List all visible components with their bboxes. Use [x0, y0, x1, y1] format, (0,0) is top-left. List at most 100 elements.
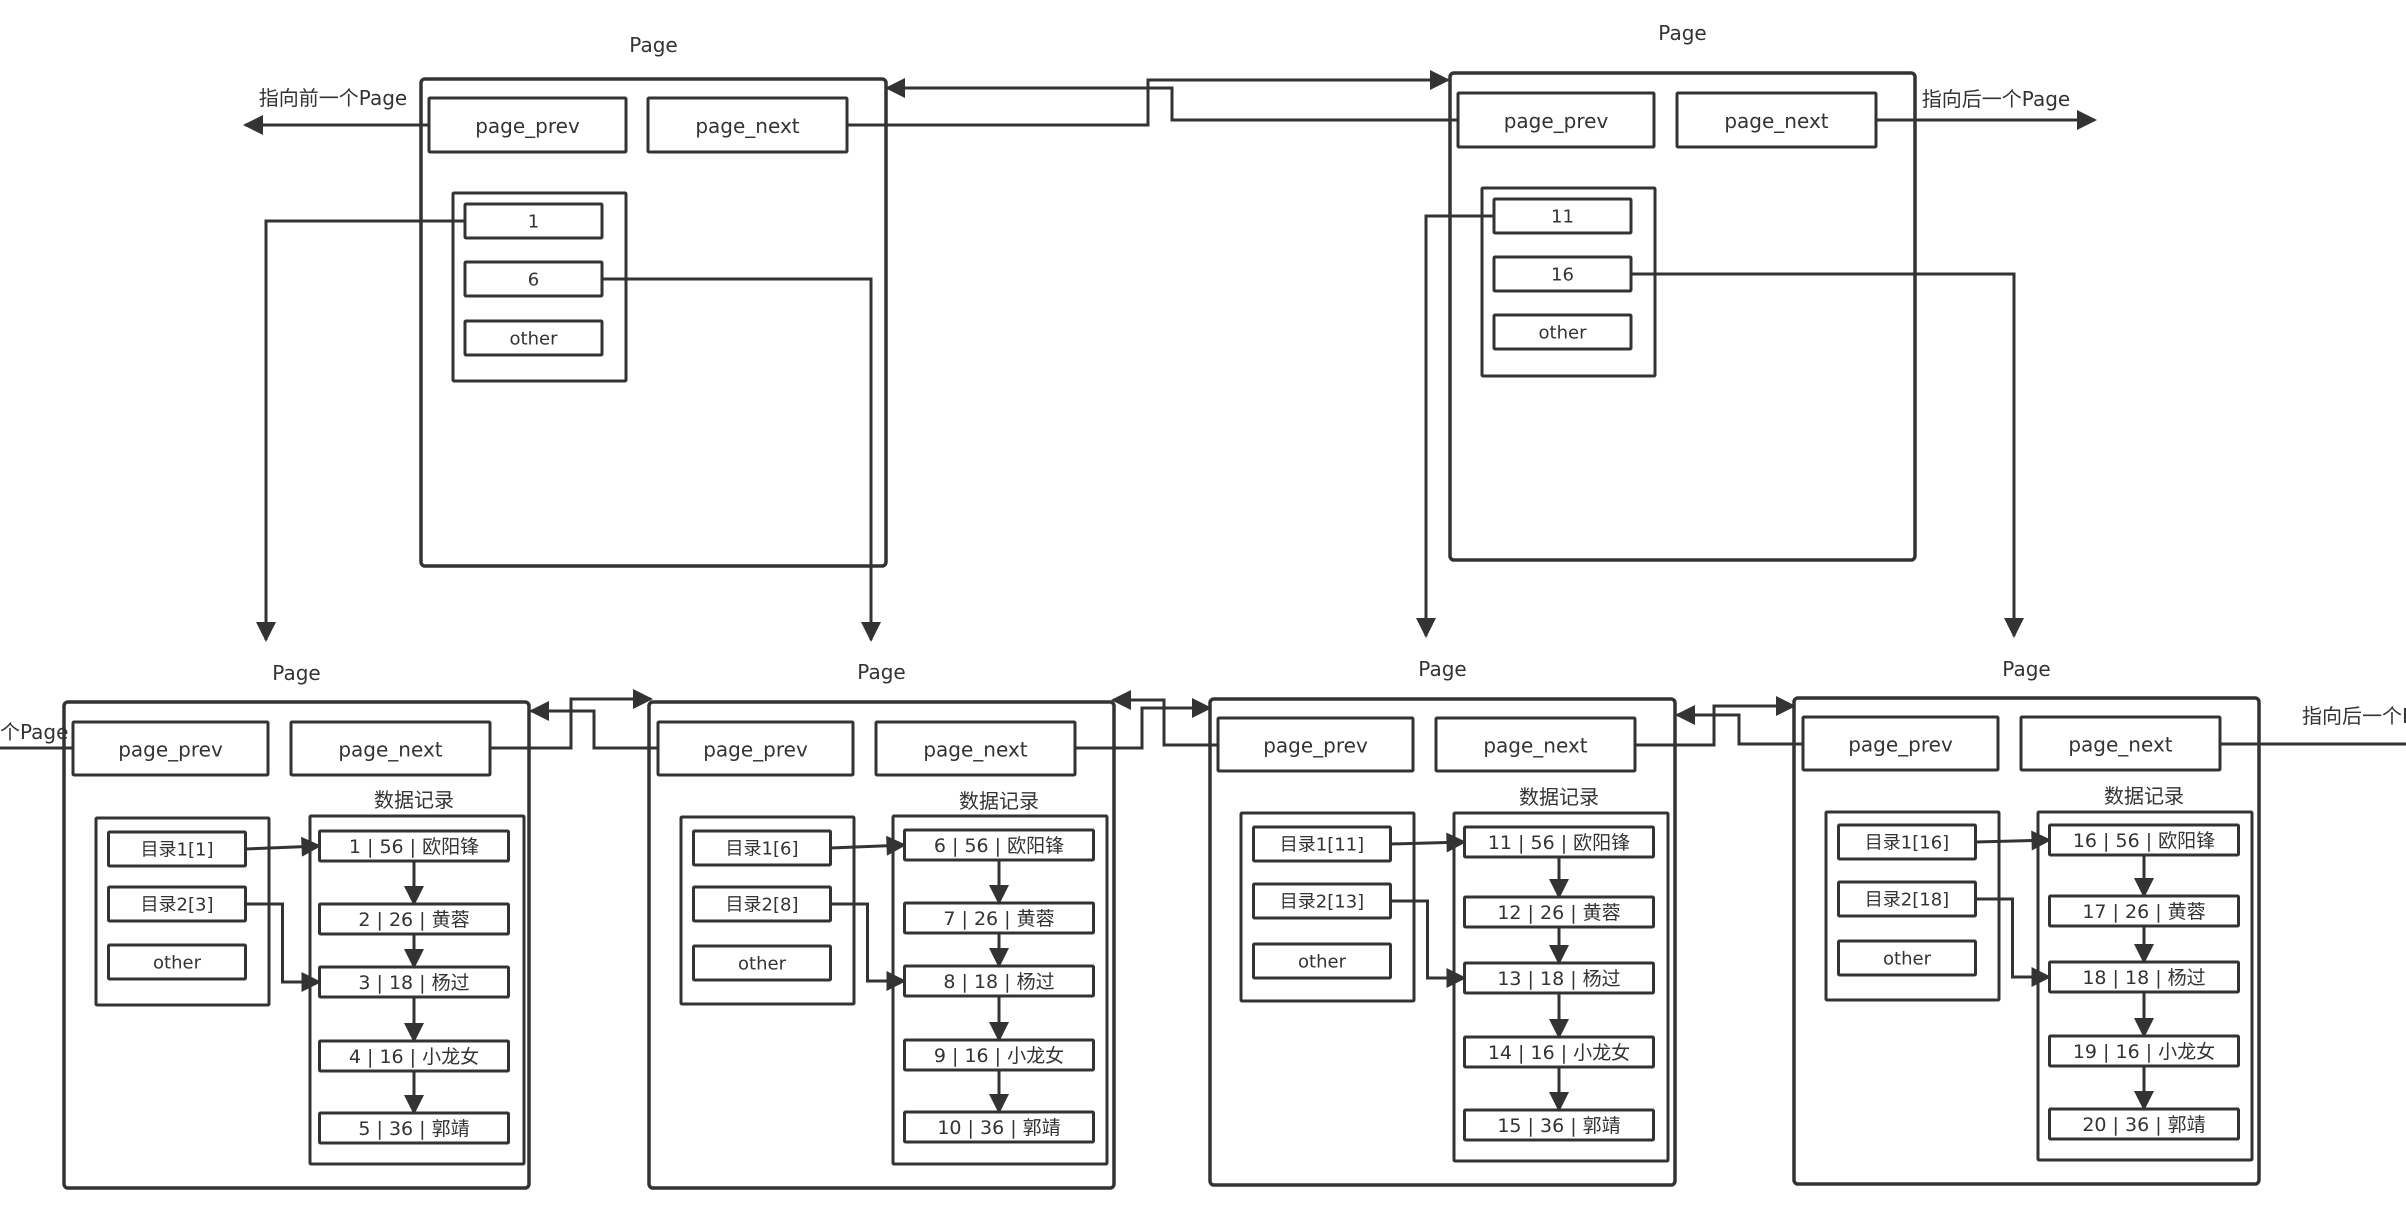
box-layer	[62, 71, 2261, 1190]
leaf-page-3-record-4: 20 | 36 | 郭靖	[2082, 1114, 2205, 1136]
leaf-page-3-records-title: 数据记录	[2104, 784, 2184, 808]
leaf-page-3-dir-other: other	[1883, 949, 1932, 970]
leaf-page-2-dir-0: 目录1[11]	[1280, 835, 1364, 856]
key-11-to-leaf-2	[1416, 214, 1494, 638]
leaf-page-2-page-next-box	[1434, 716, 1637, 773]
leaf-page-2-records-title: 数据记录	[1519, 785, 1599, 809]
index-page-1-page-prev: page_prev	[1504, 109, 1609, 133]
index-page-0-other: other	[510, 329, 559, 350]
leaf-page-3-dir-0: 目录1[16]	[1865, 833, 1949, 854]
index-page-0-title: Page	[629, 33, 677, 57]
index-page-0-key-1: 6	[528, 270, 539, 291]
leaf-page-1-dir-other-box	[692, 944, 832, 982]
leaf-page-1-dir-0: 目录1[6]	[726, 839, 799, 860]
index-page-1-other: other	[1539, 323, 1588, 344]
leaf-page-3-record-0: 16 | 56 | 欧阳锋	[2073, 830, 2215, 852]
leaf-page-1-dir-1: 目录2[8]	[726, 895, 799, 916]
leaf-page-2-record-4: 15 | 36 | 郭靖	[1497, 1115, 1620, 1137]
connector-layer	[0, 70, 2406, 1115]
leaf-1-prev-link	[529, 701, 658, 750]
leaf-page-0-dir-1-link	[245, 902, 322, 992]
leaf-page-3-page-prev-box	[1801, 715, 2000, 772]
leaf-page-2-page-prev: page_prev	[1263, 734, 1368, 758]
leaf-0-next-link	[490, 689, 653, 750]
leaf-page-0-record-1: 2 | 26 | 黄蓉	[358, 909, 469, 931]
leaf-page-3-page-next-box	[2019, 715, 2222, 772]
index-1-prev-link	[885, 78, 1458, 122]
leaf-page-3	[1792, 696, 2261, 1186]
leaf-page-1-dir-1-link	[830, 902, 907, 991]
leaf-page-1-record-1: 7 | 26 | 黄蓉	[943, 908, 1054, 930]
leaf-3-next-pointer-label: 指向后一个P	[2302, 704, 2406, 728]
index-page-0-page-next-box	[646, 96, 849, 154]
leaf-page-1-record-3: 9 | 16 | 小龙女	[934, 1045, 1064, 1067]
index-page-1-other-box	[1492, 313, 1633, 351]
leaf-page-2-dir-other-box	[1252, 942, 1392, 980]
leaf-page-2-dir-1-box	[1252, 882, 1392, 920]
leaf-page-0-dir-0: 目录1[1]	[141, 840, 214, 861]
leaf-page-1-record-4-box	[903, 1110, 1095, 1144]
leaf-page-1-title: Page	[857, 660, 905, 684]
leaf-page-1	[647, 700, 1116, 1190]
leaf-page-3-records	[2036, 810, 2254, 1162]
index-page-0-directory	[451, 191, 628, 383]
leaf-page-0-record-3-box	[318, 1039, 510, 1073]
key-1-to-leaf-0	[256, 219, 465, 642]
leaf-page-2-dir-0-link	[1390, 832, 1467, 853]
leaf-2-prev-link	[1111, 690, 1218, 747]
leaf-page-2-page-prev-box	[1216, 716, 1415, 773]
key-16-to-leaf-3	[1631, 272, 2024, 638]
index-page-1-key-0: 11	[1551, 207, 1574, 228]
leaf-page-0-record-0: 1 | 56 | 欧阳锋	[349, 836, 479, 858]
index-page-1-directory	[1480, 186, 1657, 378]
prev-page-pointer-label: 指向前一个Page	[259, 86, 407, 110]
leaf-page-0-record-2: 3 | 18 | 杨过	[358, 972, 469, 994]
leaf-page-3-record-0-box	[2048, 823, 2240, 857]
leaf-page-0-dir-0-link	[245, 836, 322, 857]
leaf-page-0-dir-other: other	[153, 953, 202, 974]
leaf-page-2-directory	[1239, 811, 1416, 1003]
leaf-page-2-record-1-box	[1463, 895, 1655, 929]
leaf-page-1-page-next: page_next	[923, 738, 1027, 762]
index-page-0-key-1-box	[463, 260, 604, 298]
leaf-page-0-record-4: 5 | 36 | 郭靖	[358, 1118, 469, 1140]
leaf-page-1-records	[891, 814, 1109, 1166]
leaf-page-2-page-next: page_next	[1483, 734, 1587, 758]
leaf-page-3-record-3: 19 | 16 | 小龙女	[2073, 1041, 2215, 1063]
leaf-page-0-page-prev-box	[71, 720, 270, 777]
leaf-page-2-title: Page	[1418, 657, 1466, 681]
leaf-page-2-dir-0-box	[1252, 825, 1392, 863]
leaf-page-0-directory	[94, 816, 271, 1007]
leaf-2-next-link	[1635, 696, 1796, 747]
leaf-page-0-record-3: 4 | 16 | 小龙女	[349, 1046, 479, 1068]
leaf-page-0-record-0-box	[318, 829, 510, 863]
leaf-page-2-dir-other: other	[1298, 952, 1347, 973]
next-page-pointer-label: 指向后一个Page	[1922, 87, 2070, 111]
leaf-page-3-record-2: 18 | 18 | 杨过	[2082, 967, 2205, 989]
index-page-1-page-next: page_next	[1724, 109, 1828, 133]
leaf-page-0-record-2-box	[318, 965, 510, 999]
leaf-page-3-dir-0-box	[1837, 823, 1977, 861]
leaf-page-3-page-next: page_next	[2068, 733, 2172, 757]
leaf-page-2-record-4-box	[1463, 1108, 1655, 1142]
leaf-page-2-dir-1: 目录2[13]	[1280, 892, 1364, 913]
leaf-page-3-record-2-box	[2048, 960, 2240, 994]
index-page-1-key-1: 16	[1551, 265, 1574, 286]
leaf-page-0-page-next: page_next	[338, 738, 442, 762]
index-page-0-key-0: 1	[528, 212, 539, 233]
leaf-page-0-dir-other-box	[107, 943, 247, 981]
leaf-page-0-records	[308, 814, 526, 1166]
leaf-page-1-record-2: 8 | 18 | 杨过	[943, 971, 1054, 993]
leaf-page-0-title: Page	[272, 661, 320, 685]
leaf-page-1-record-0-box	[903, 828, 1095, 862]
leaf-page-1-record-3-box	[903, 1038, 1095, 1072]
leaf-page-0-dir-1: 目录2[3]	[141, 895, 214, 916]
leaf-page-1-dir-1-box	[692, 885, 832, 923]
leaf-page-0-page-next-box	[289, 720, 492, 777]
leaf-page-0-dir-0-box	[107, 830, 247, 868]
leaf-page-3-dir-1-box	[1837, 880, 1977, 918]
index-page-0-key-0-box	[463, 202, 604, 240]
leaf-page-2-record-0-box	[1463, 825, 1655, 859]
leaf-page-3-directory	[1824, 810, 2001, 1002]
leaf-page-2	[1208, 697, 1677, 1187]
